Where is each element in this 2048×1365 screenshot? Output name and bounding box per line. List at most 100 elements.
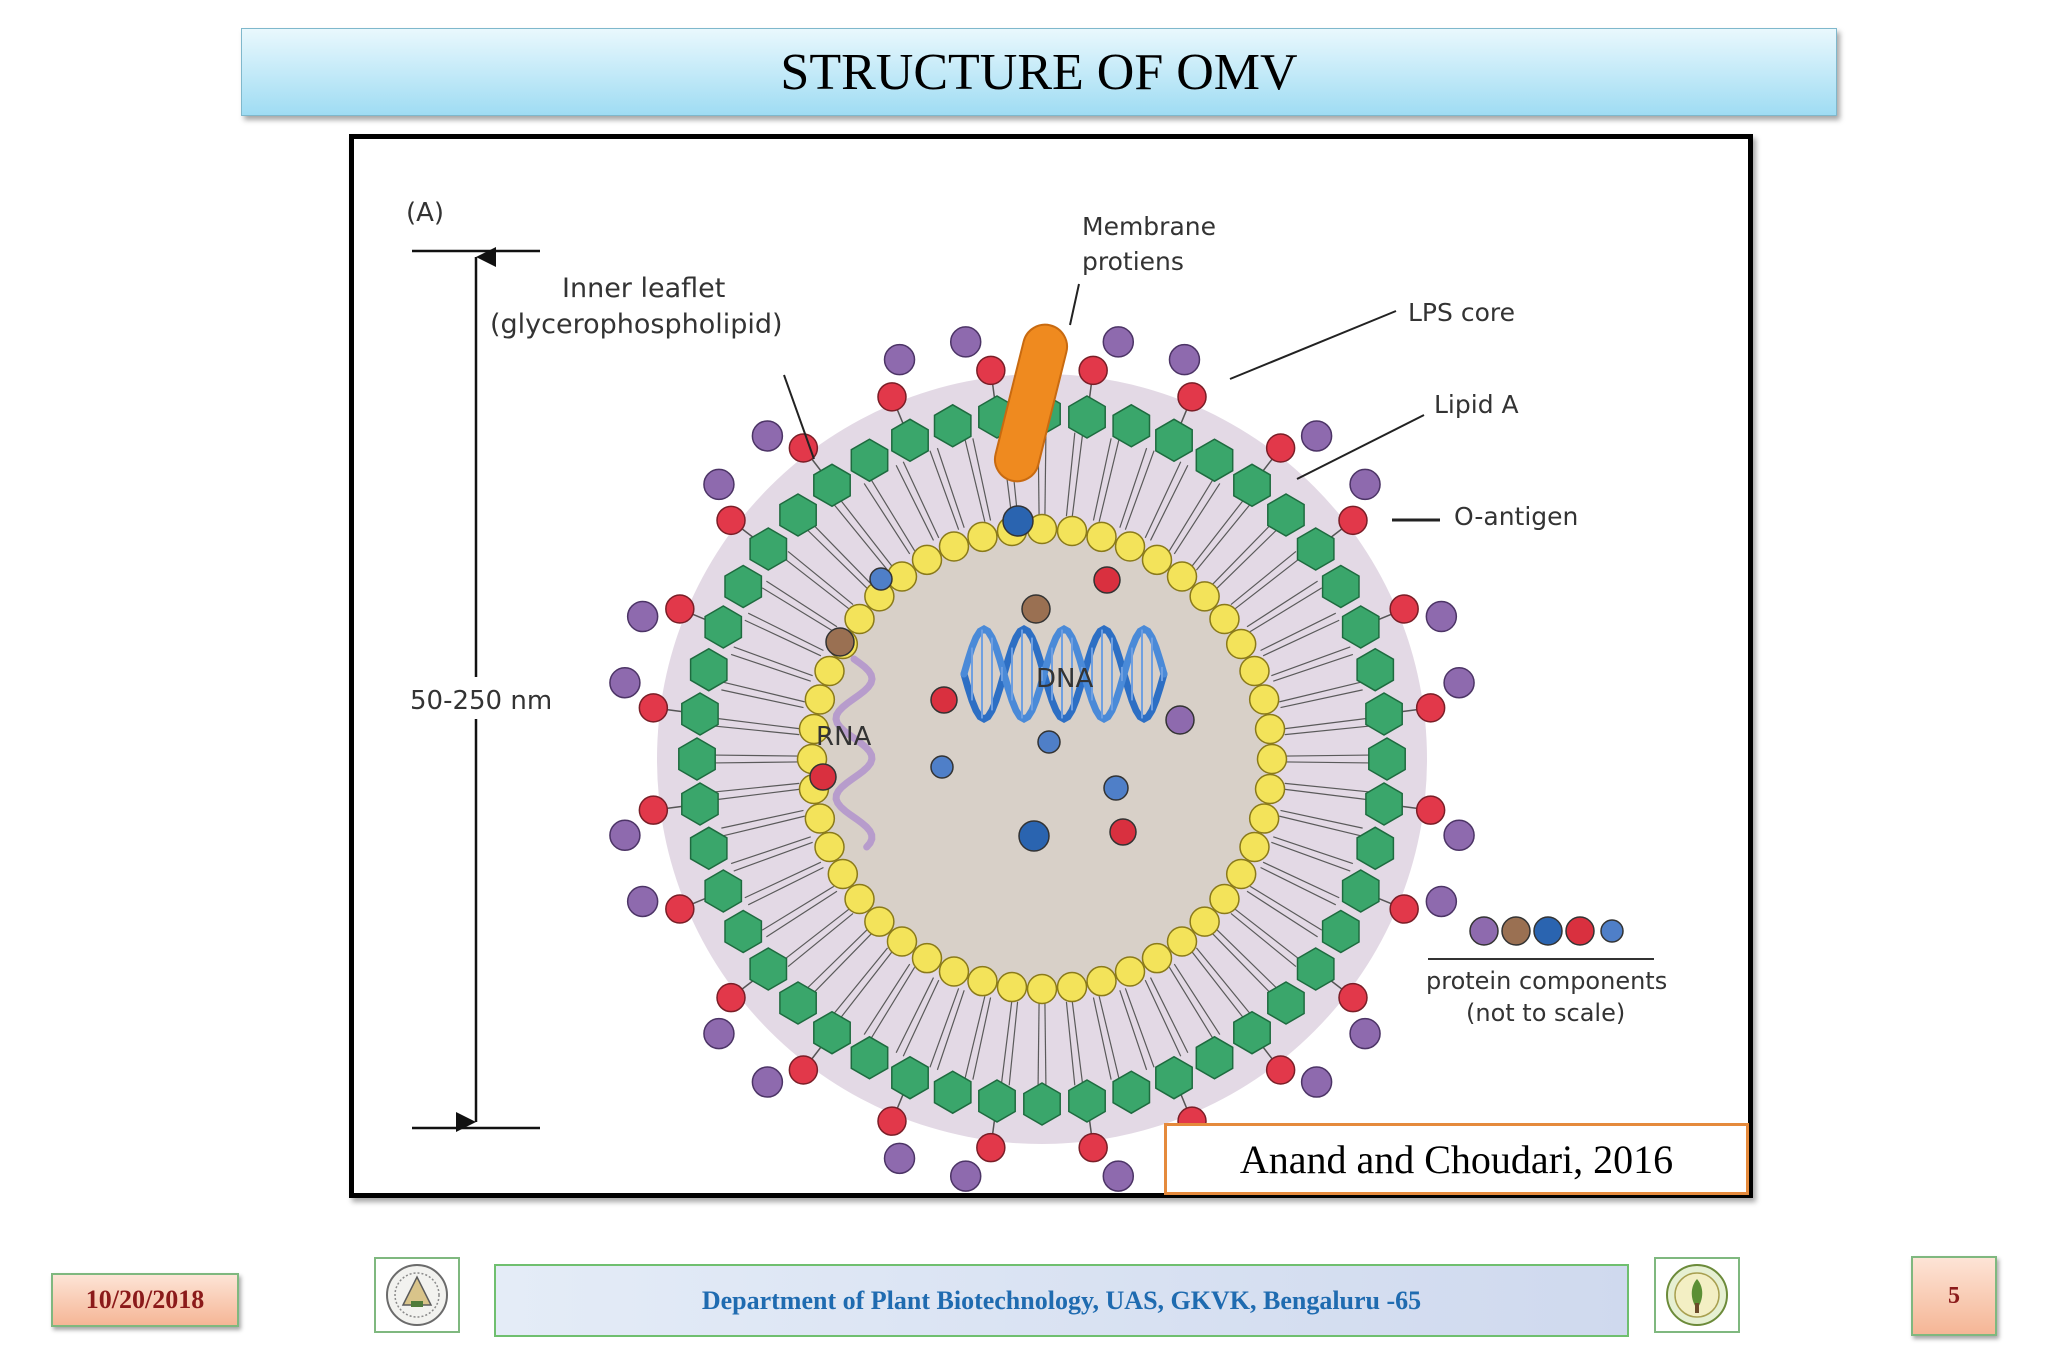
lipid-tail [1191, 499, 1244, 567]
o-antigen-bead [626, 600, 659, 633]
lipid-tail [1098, 996, 1120, 1079]
lipid-tail [721, 809, 804, 829]
lipid-tail [1098, 439, 1120, 522]
inner-leaflet-bead [1209, 883, 1240, 915]
lipid-tail [1092, 438, 1112, 521]
lipid-a-hex [1356, 647, 1395, 692]
citation-text: Anand and Choudari, 2016 [1239, 1136, 1674, 1182]
o-antigen-bead [883, 1142, 916, 1175]
lipid-tail [744, 861, 822, 899]
dna-label: DNA [1036, 664, 1093, 694]
o-antigen-label: O-antigen [1454, 502, 1578, 531]
omv-diagram: 50-250 nm (A) DNA RNA Inner leaflet (gly… [404, 198, 1667, 1192]
legend-label-2: (not to scale) [1466, 999, 1625, 1027]
inner-leaflet-bead [967, 965, 998, 997]
emblem-icon [1654, 1257, 1740, 1333]
lipid-tail [1260, 866, 1337, 906]
lipid-a-hex [1233, 463, 1271, 508]
lipid-a-hex [724, 564, 763, 609]
lipid-tail [870, 966, 916, 1040]
lps-core-label: LPS core [1408, 298, 1515, 327]
rna-strand [832, 655, 876, 851]
lipid-tail [812, 523, 872, 585]
lipid-tail [1279, 681, 1362, 703]
inner-leaflet-bead [844, 883, 875, 915]
lps-core-bead [1415, 693, 1446, 723]
lipid-tail [1044, 1002, 1047, 1087]
legend-protein-icon [1501, 916, 1531, 946]
lipid-tail [1249, 587, 1323, 633]
inner-leaflet-bead [1166, 926, 1198, 957]
lipid-tail [1037, 1002, 1040, 1087]
lipid-tail [782, 908, 850, 961]
lipid-tail [787, 550, 854, 606]
lipid-tail [1144, 461, 1182, 539]
inner-leaflet-bead [1209, 603, 1240, 635]
lipid-a-pointer [1296, 414, 1425, 480]
legend-protein-icons [1469, 916, 1624, 946]
lipid-tail [1230, 550, 1297, 606]
lipid-tail [1149, 464, 1189, 541]
inner-leaflet-bead [938, 531, 970, 562]
lipid-tail [812, 933, 872, 995]
lipid-tail [964, 439, 986, 522]
lipid-tail [1234, 908, 1302, 961]
lipid-tail [840, 499, 893, 567]
lipid-tail [902, 979, 940, 1057]
lipid-tail [972, 997, 992, 1080]
lipid-a-hex [1341, 605, 1380, 649]
o-antigen-bead [1102, 326, 1135, 358]
lipid-tail [972, 438, 992, 521]
lipid-tail [1119, 447, 1148, 528]
lipid-a-hex [678, 737, 716, 781]
inner-leaflet-bead [1056, 971, 1088, 1003]
lipid-tail [766, 890, 838, 938]
lipid-tail [1124, 988, 1155, 1068]
lipid-tail [715, 725, 800, 736]
lipid-a-hex [891, 418, 929, 463]
lipid-tail [1271, 646, 1351, 677]
lipid-a-hex [1365, 692, 1403, 736]
page-number-badge: 5 [1911, 1256, 1997, 1336]
inner-leaflet-bead [996, 971, 1028, 1003]
lipid-tail [1195, 504, 1251, 571]
o-antigen-bead [626, 885, 659, 918]
lps-core-bead [665, 594, 695, 624]
lipid-tail [744, 619, 822, 657]
lipid-tail [1280, 689, 1363, 709]
o-antigen-bead [703, 1017, 735, 1050]
lipid-tail [964, 996, 986, 1079]
lipid-a-hex [689, 826, 728, 871]
lipid-a-hex [1068, 1079, 1106, 1123]
o-antigen-bead [1425, 600, 1458, 633]
inner-leaflet-bead [1026, 973, 1058, 1005]
inner-leaflet-bead [798, 713, 830, 745]
inner-leaflet-bead [1254, 713, 1286, 745]
lipid-a-hex [1321, 909, 1360, 954]
legend-protein-icon [1565, 916, 1595, 946]
o-antigen-bead [751, 1066, 784, 1098]
inner-leaflet-bead [844, 603, 875, 635]
lipid-tail [733, 841, 813, 872]
lipid-tail [1008, 1001, 1019, 1086]
lps-core-bead [976, 355, 1006, 386]
lps-core-bead [1415, 795, 1446, 825]
lipid-tail [714, 754, 799, 757]
lumen-protein [1165, 705, 1195, 735]
lipid-tail [1249, 885, 1323, 931]
lipid-tail [1285, 761, 1370, 764]
inner-leaflet-bead [938, 956, 970, 987]
lps-core-bead [1389, 894, 1419, 924]
department-text: Department of Plant Biotechnology, UAS, … [701, 1285, 1422, 1315]
lipid-tail [1149, 977, 1189, 1054]
lipid-a-hex [1341, 869, 1380, 913]
inner-leaflet-bead [1256, 743, 1288, 775]
lumen-protein [809, 763, 837, 791]
inner-leaflet-bead [1141, 544, 1173, 576]
o-antigen-bead [1300, 420, 1333, 452]
inner-leaflet-bead [886, 926, 918, 957]
lps-core-bead [1265, 433, 1296, 463]
lipid-tail [1280, 809, 1363, 829]
lps-core-bead [1078, 1132, 1108, 1163]
lipid-tail [1212, 523, 1272, 585]
